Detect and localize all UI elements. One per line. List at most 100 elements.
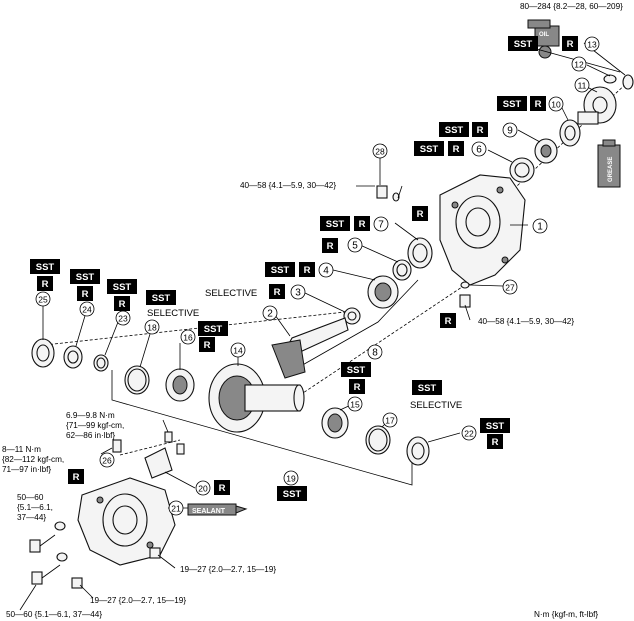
part-15-bearing xyxy=(321,407,349,439)
tag-sst-23: SST xyxy=(107,279,137,294)
svg-text:27: 27 xyxy=(505,283,515,293)
svg-text:28: 28 xyxy=(375,147,385,157)
axis-line-left xyxy=(44,311,346,346)
callout-22: 22 xyxy=(461,425,477,441)
svg-text:R: R xyxy=(219,483,226,494)
callout-19: 19 xyxy=(283,470,299,486)
callout-6: 6 xyxy=(471,141,487,157)
tag-sst-17: SST xyxy=(412,380,442,395)
part-16-bearing xyxy=(165,368,195,402)
svg-text:8: 8 xyxy=(372,348,378,359)
part-3-spacer xyxy=(343,307,361,325)
tag-r-27: R xyxy=(440,313,456,328)
svg-text:15: 15 xyxy=(350,400,360,410)
svg-text:23: 23 xyxy=(118,314,128,324)
svg-text:20: 20 xyxy=(198,484,208,494)
svg-text:R: R xyxy=(327,241,334,252)
callout-27: 27 xyxy=(502,279,518,295)
tag-r-16: R xyxy=(199,337,215,352)
svg-text:26: 26 xyxy=(102,456,112,466)
tag-r-20: R xyxy=(214,480,230,495)
svg-text:SST: SST xyxy=(445,125,464,136)
sealant-tube-icon: SEALANT xyxy=(187,503,248,516)
svg-text:SST: SST xyxy=(347,365,366,376)
tag-sst-9: SST xyxy=(439,122,469,137)
tag-sst-24: SST xyxy=(70,269,100,284)
torque-19-27-a: 19—27 {2.0—2.7, 15—19} xyxy=(180,565,276,574)
callout-23: 23 xyxy=(115,310,131,326)
torque-40-58-upper: 40—58 {4.1—5.9, 30—42} xyxy=(240,181,336,190)
svg-text:4: 4 xyxy=(323,266,329,277)
torque-6-9-line1: 6.9—9.8 N·m xyxy=(66,411,115,420)
svg-text:R: R xyxy=(204,340,211,351)
part-26-breather xyxy=(112,439,122,453)
tag-sst-25: SST xyxy=(30,259,60,274)
svg-text:13: 13 xyxy=(587,40,597,50)
bolt-19-27-a xyxy=(149,547,161,559)
svg-text:22: 22 xyxy=(464,429,474,439)
callout-16: 16 xyxy=(180,329,196,345)
part-1-rear-cover-housing xyxy=(439,174,526,286)
selective-label-3: SELECTIVE xyxy=(205,288,257,299)
torque-6-9-line3: 62—86 in·lbf} xyxy=(66,431,115,440)
callout-12: 12 xyxy=(571,56,587,72)
part-18-shim xyxy=(124,365,150,395)
svg-text:SST: SST xyxy=(271,265,290,276)
callout-24: 24 xyxy=(79,301,95,317)
tag-sst-13: SST xyxy=(508,36,538,51)
tag-r-5: R xyxy=(322,238,338,253)
callout-17: 17 xyxy=(382,412,398,428)
svg-text:R: R xyxy=(535,99,542,110)
svg-text:17: 17 xyxy=(385,416,395,426)
tag-sst-4: SST xyxy=(265,262,295,277)
tag-r-15: R xyxy=(349,379,365,394)
svg-text:3: 3 xyxy=(295,288,301,299)
units-note: N·m {kgf-m, ft-lbf} xyxy=(534,610,598,619)
part-number-labels: 1 2 3 4 5 6 7 8 9 10 11 12 13 14 15 16 1… xyxy=(35,36,600,516)
svg-text:21: 21 xyxy=(171,504,181,514)
part-12-washer xyxy=(603,74,617,84)
callout-5: 5 xyxy=(347,237,363,253)
callout-15: 15 xyxy=(347,396,363,412)
svg-text:R: R xyxy=(82,289,89,300)
torque-50-60-bottom: 50—60 {5.1—6.1, 37—44} xyxy=(6,610,102,619)
svg-text:SST: SST xyxy=(418,383,437,394)
axis-line-center xyxy=(299,284,466,396)
svg-text:R: R xyxy=(42,279,49,290)
part-21-differential-carrier xyxy=(77,477,176,566)
tag-r-4: R xyxy=(299,262,315,277)
grease-can-icon: GREASE xyxy=(597,139,621,188)
tag-r-6: R xyxy=(448,141,464,156)
bolt-50-60-lower xyxy=(31,552,68,585)
callout-2: 2 xyxy=(262,305,278,321)
part-20-bracket xyxy=(144,447,173,479)
svg-text:R: R xyxy=(359,219,366,230)
part-5-bearing xyxy=(392,259,412,281)
svg-text:SST: SST xyxy=(152,293,171,304)
torque-8-11-line2: {82—112 kgf-cm, xyxy=(2,455,64,464)
tag-r-9: R xyxy=(472,122,488,137)
tag-r-24: R xyxy=(77,286,93,301)
svg-text:19: 19 xyxy=(286,474,296,484)
part-13-nut xyxy=(622,74,634,90)
selective-label-18: SELECTIVE xyxy=(147,308,199,319)
callout-4: 4 xyxy=(318,262,334,278)
torque-40-58-lower: 40—58 {4.1—5.9, 30—42} xyxy=(478,317,574,326)
svg-text:SST: SST xyxy=(420,144,439,155)
callout-3: 3 xyxy=(290,284,306,300)
svg-text:16: 16 xyxy=(183,333,193,343)
callout-9: 9 xyxy=(502,122,518,138)
callout-11: 11 xyxy=(574,77,590,93)
tag-r-23: R xyxy=(114,296,130,311)
torque-50-60-line2: {5.1—6.1, xyxy=(17,503,53,512)
tag-r-7: R xyxy=(354,216,370,231)
svg-text:R: R xyxy=(567,39,574,50)
callout-10: 10 xyxy=(548,96,564,112)
sealant-tube-text: SEALANT xyxy=(192,508,226,515)
bolt-50-60-upper xyxy=(29,521,66,553)
callout-7: 7 xyxy=(373,216,389,232)
torque-8-11-line1: 8—11 N·m xyxy=(2,445,41,454)
oil-can-text: OIL xyxy=(539,32,549,38)
tag-r-28: R xyxy=(412,206,428,221)
